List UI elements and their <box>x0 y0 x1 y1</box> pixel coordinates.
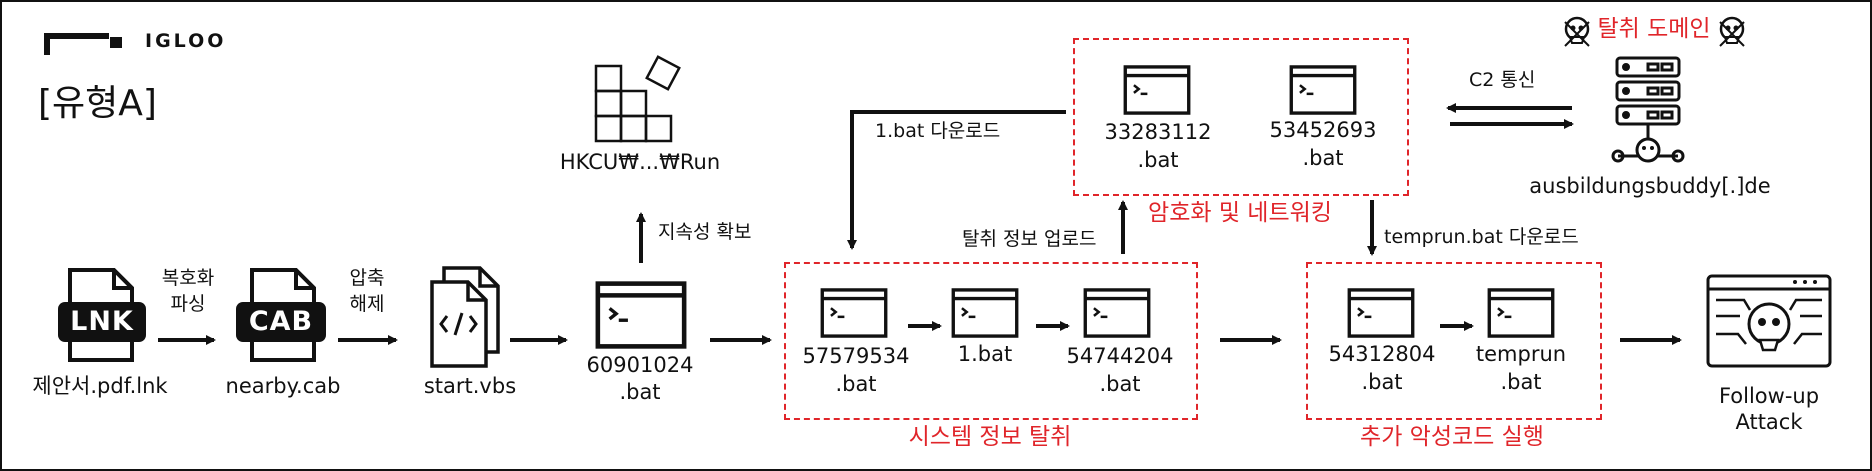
group-system-info-title: 시스템 정보 탈취 <box>908 424 1072 450</box>
exfil-domain-title: 탈취 도메인 <box>1597 16 1711 42</box>
lnk-badge: LNK <box>70 306 134 337</box>
bat-54312804-label-2: .bat <box>1361 370 1403 394</box>
flow-arrows <box>158 103 1682 345</box>
bat-57579534-label-2: .bat <box>835 372 877 396</box>
bat-54744204-label-1: 54744204 <box>1066 344 1174 368</box>
registry-icon <box>594 55 681 143</box>
group-additional-malware-title: 추가 악성코드 실행 <box>1360 424 1544 450</box>
vbs-file-label: start.vbs <box>423 374 517 398</box>
edge-extract-label-2: 해제 <box>349 293 385 315</box>
cab-file-label: nearby.cab <box>225 374 341 398</box>
skull-icon <box>1564 16 1590 47</box>
lnk-file-label: 제안서.pdf.lnk <box>32 374 168 398</box>
cab-badge: CAB <box>248 306 314 337</box>
bat-54312804-label-1: 54312804 <box>1328 342 1436 366</box>
edge-c2-label: C2 통신 <box>1469 69 1536 91</box>
edge-decode-label-2: 파싱 <box>170 293 206 315</box>
followup-label-1: Follow-up <box>1718 384 1820 408</box>
bat-1-label: 1.bat <box>957 342 1013 366</box>
bat-57579534-label-1: 57579534 <box>802 344 910 368</box>
temprun-label-1: temprun <box>1475 342 1567 366</box>
script-file-icon <box>430 266 500 368</box>
edge-upload-label: 탈취 정보 업로드 <box>962 228 1097 250</box>
igloo-logo-icon <box>44 33 122 55</box>
bat-60901024-label-1: 60901024 <box>586 353 694 377</box>
server-icon <box>1611 56 1685 163</box>
group-system-info-box <box>784 262 1198 420</box>
bat-54744204-label-2: .bat <box>1099 372 1141 396</box>
lnk-file-icon <box>58 268 146 362</box>
registry-label: HKCU₩...₩Run <box>559 150 721 174</box>
brand-name: IGLOO <box>145 30 227 52</box>
group-crypto-network-box <box>1073 38 1409 196</box>
skull-icon <box>1719 16 1745 47</box>
group-crypto-network-title: 암호화 및 네트워킹 <box>1148 200 1332 226</box>
bat-53452693-label-1: 53452693 <box>1269 118 1377 142</box>
edge-extract-label-1: 압축 <box>349 267 385 289</box>
terminal-icon <box>598 284 684 347</box>
edge-download-1bat-label: 1.bat 다운로드 <box>875 120 1001 142</box>
edge-persistence-label: 지속성 확보 <box>658 221 752 243</box>
bat-53452693-label-2: .bat <box>1302 146 1344 170</box>
bat-33283112-label-2: .bat <box>1137 148 1179 172</box>
group-additional-malware-box <box>1306 262 1602 420</box>
temprun-label-2: .bat <box>1500 370 1542 394</box>
c2-server-label: ausbildungsbuddy[.]de <box>1529 174 1771 198</box>
page-title: [유형A] <box>38 83 157 124</box>
bat-33283112-label-1: 33283112 <box>1104 120 1212 144</box>
edge-decode-label-1: 복호화 <box>161 267 215 289</box>
cab-file-icon <box>236 268 326 362</box>
edge-download-temprun-label: temprun.bat 다운로드 <box>1384 226 1579 248</box>
followup-label-2: Attack <box>1735 410 1803 434</box>
attack-window-icon <box>1706 274 1832 368</box>
bat-60901024-label-2: .bat <box>619 380 661 404</box>
